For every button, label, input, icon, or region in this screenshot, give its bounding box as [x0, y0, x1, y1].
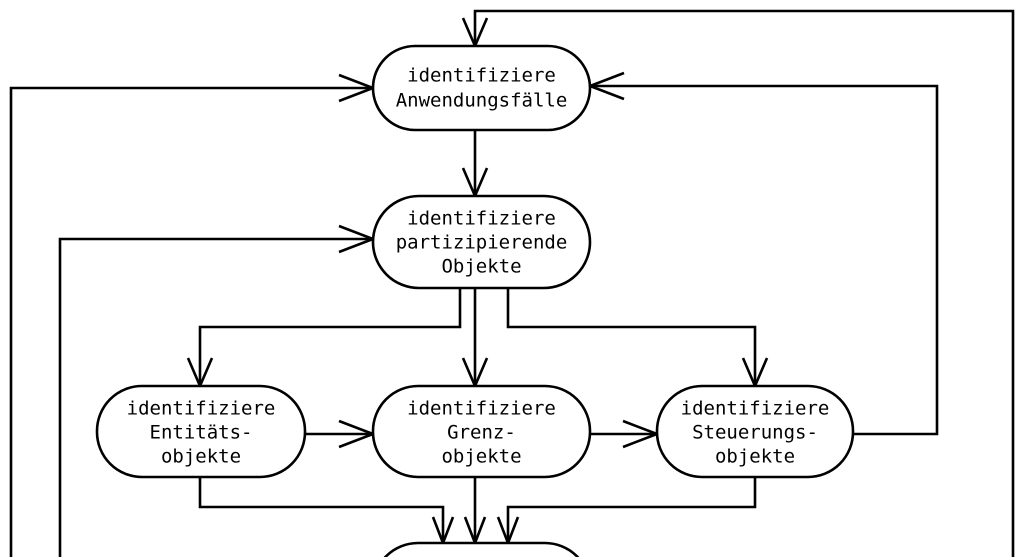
- edge-entitaets-to-bottom: [198, 477, 445, 543]
- node-bottom-node-cropped[interactable]: [373, 541, 590, 557]
- node-entitaetsobjekte-shape[interactable]: [95, 384, 307, 479]
- node-entitaetsobjekte-line2: Entitäts-: [150, 422, 253, 444]
- node-grenzobjekte-shape[interactable]: [371, 384, 592, 479]
- node-grenzobjekte-line1: identifiziere: [407, 398, 556, 420]
- node-bottom-node-cropped-shape[interactable]: [373, 541, 590, 557]
- node-anwendungsfaelle[interactable]: identifiziere Anwendungsfälle: [371, 44, 592, 132]
- edge-partizipierende-to-steuerungs: [506, 288, 757, 386]
- node-grenzobjekte-line3: objekte: [441, 446, 521, 468]
- node-partizipierende-objekte-line1: identifiziere: [407, 208, 556, 230]
- edge-partizipierende-to-entitaets: [198, 288, 462, 386]
- node-grenzobjekte[interactable]: identifiziere Grenz- objekte: [371, 384, 592, 479]
- edge-steuerungs-to-bottom: [506, 477, 757, 543]
- node-steuerungsobjekte-line2: Steuerungs-: [692, 422, 818, 444]
- node-steuerungsobjekte-line1: identifiziere: [681, 398, 830, 420]
- node-anwendungsfaelle-line1: identifiziere: [407, 65, 556, 87]
- node-grenzobjekte-line2: Grenz-: [447, 422, 516, 444]
- node-entitaetsobjekte-line1: identifiziere: [127, 398, 276, 420]
- node-entitaetsobjekte-line3: objekte: [161, 446, 241, 468]
- node-steuerungsobjekte-line3: objekte: [715, 446, 795, 468]
- node-partizipierende-objekte-line2: partizipierende: [396, 232, 568, 254]
- node-partizipierende-objekte-line3: Objekte: [441, 256, 521, 278]
- nodes-group: identifiziere Anwendungsfälle identifizi…: [95, 44, 855, 557]
- edge-steuerungs-feedback: [590, 84, 939, 436]
- edge-outer-feedback-left-inner: [58, 237, 373, 557]
- node-anwendungsfaelle-line2: Anwendungsfälle: [396, 90, 568, 112]
- node-partizipierende-objekte[interactable]: identifiziere partizipierende Objekte: [371, 194, 592, 290]
- edge-outer-feedback-top-right: [473, 9, 1015, 557]
- node-steuerungsobjekte-shape[interactable]: [655, 384, 855, 479]
- node-entitaetsobjekte[interactable]: identifiziere Entitäts- objekte: [95, 384, 307, 479]
- node-partizipierende-objekte-shape[interactable]: [371, 194, 592, 290]
- node-steuerungsobjekte[interactable]: identifiziere Steuerungs- objekte: [655, 384, 855, 479]
- edge-outer-feedback-left-outer: [9, 86, 373, 557]
- edges-group: [9, 9, 1015, 557]
- node-anwendungsfaelle-shape[interactable]: [371, 44, 592, 132]
